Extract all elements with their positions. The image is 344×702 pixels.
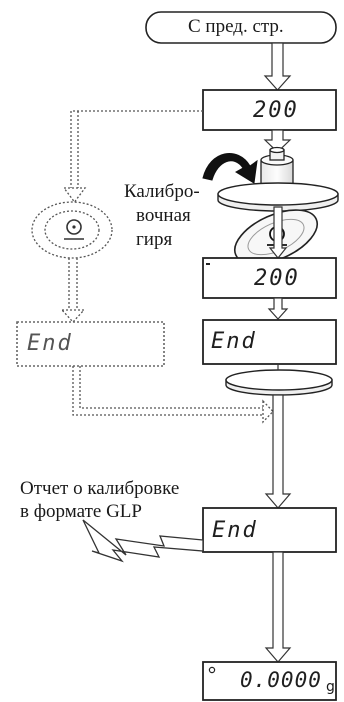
- display-4: [202, 507, 337, 553]
- dashed-end-value: End: [27, 331, 73, 356]
- arrow-pan-to-display4: [264, 394, 292, 509]
- dotted-branch-path: [62, 110, 203, 204]
- display-1: [202, 89, 337, 131]
- dotted-pan-with-calibration-icon: [31, 201, 113, 259]
- scale-pan-icon: [217, 182, 339, 212]
- display-2: [202, 257, 337, 299]
- stable-indicator-icon: [208, 666, 216, 674]
- report-label-line-2: в формате GLP: [20, 501, 142, 522]
- display-5: [202, 661, 337, 701]
- start-terminator: [145, 11, 337, 44]
- weight-label-line-3: гиря: [136, 229, 173, 250]
- dashed-end-box: [16, 321, 165, 367]
- weight-label-line-1: Калибро-: [124, 181, 200, 202]
- display-3: [202, 319, 337, 365]
- dotted-pan-center-dot: [72, 225, 76, 229]
- weight-label-line-2: вочная: [136, 205, 191, 226]
- arrow-display2-to-display3: [267, 297, 289, 320]
- display-3-value: End: [211, 329, 257, 354]
- display-5-value: 0.0000: [240, 668, 322, 692]
- arrow-scale-to-display2: [268, 206, 288, 259]
- report-label-line-1: Отчет о калибровке: [20, 478, 180, 499]
- display-2-value: 200: [254, 266, 300, 291]
- start-label: С пред. стр.: [188, 16, 284, 37]
- arrow-display4-to-display5: [264, 551, 292, 663]
- display-5-unit: g: [326, 679, 335, 695]
- dotted-arrow-to-dashed-end: [60, 258, 86, 323]
- arrow-display1-to-scale: [263, 129, 292, 153]
- arrow-start-to-display1: [263, 42, 292, 91]
- lightning-arrow-icon: [82, 519, 204, 563]
- display-1-value: 200: [253, 98, 299, 123]
- place-weight-arrow: [202, 153, 258, 184]
- display-4-value: End: [212, 518, 258, 543]
- dotted-return-path: [72, 366, 274, 424]
- empty-pan-icon: [225, 369, 333, 396]
- display-2-indicator: [206, 263, 210, 265]
